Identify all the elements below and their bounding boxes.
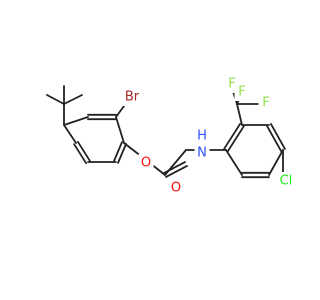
single-bond [268, 149, 284, 176]
double-bond [270, 123, 286, 150]
single-bond [63, 124, 77, 144]
double-bond [165, 165, 188, 178]
atom-label-br: Br [120, 88, 144, 106]
atom-symbol: Br [125, 90, 140, 105]
single-bond [164, 149, 187, 176]
single-bond [115, 116, 125, 144]
atom-sub-background [196, 129, 208, 143]
single-bond [225, 149, 243, 176]
atom-label-background [234, 83, 250, 101]
atom-label-background [120, 88, 144, 106]
single-bond [236, 103, 243, 126]
single-bond [46, 94, 65, 105]
atom-symbol: F [238, 85, 245, 100]
atom-symbol: F [228, 77, 235, 92]
double-bond [223, 122, 242, 150]
atom-label-background [168, 179, 184, 197]
atom-symbol: O [171, 181, 181, 196]
double-bond [226, 125, 245, 153]
double-bond [76, 140, 91, 162]
double-bond [113, 141, 123, 163]
double-bond [117, 142, 127, 164]
double-bond [266, 125, 282, 152]
atom-label-cl: Cl [274, 172, 298, 190]
atom-label-background [138, 154, 154, 172]
double-bond [73, 143, 88, 165]
atom-symbol: Cl [280, 174, 293, 189]
atom-label-nh: NH [194, 129, 210, 162]
atom-symbol: N [197, 146, 207, 161]
atom-symbol: F [262, 96, 269, 111]
single-bond [63, 94, 83, 105]
bond-layer [46, 81, 286, 179]
atom-label-f3: F [258, 94, 274, 112]
atom-label-o1: O [138, 154, 154, 172]
atom-label-background [258, 94, 274, 112]
atom-label-background [274, 172, 298, 190]
single-bond [63, 116, 89, 126]
atom-hydrogen: H [197, 129, 207, 144]
atom-label-background [194, 144, 210, 162]
atom-label-f2: F [234, 83, 250, 101]
atom-symbol: O [141, 156, 151, 171]
atom-label-o2: O [168, 179, 184, 197]
